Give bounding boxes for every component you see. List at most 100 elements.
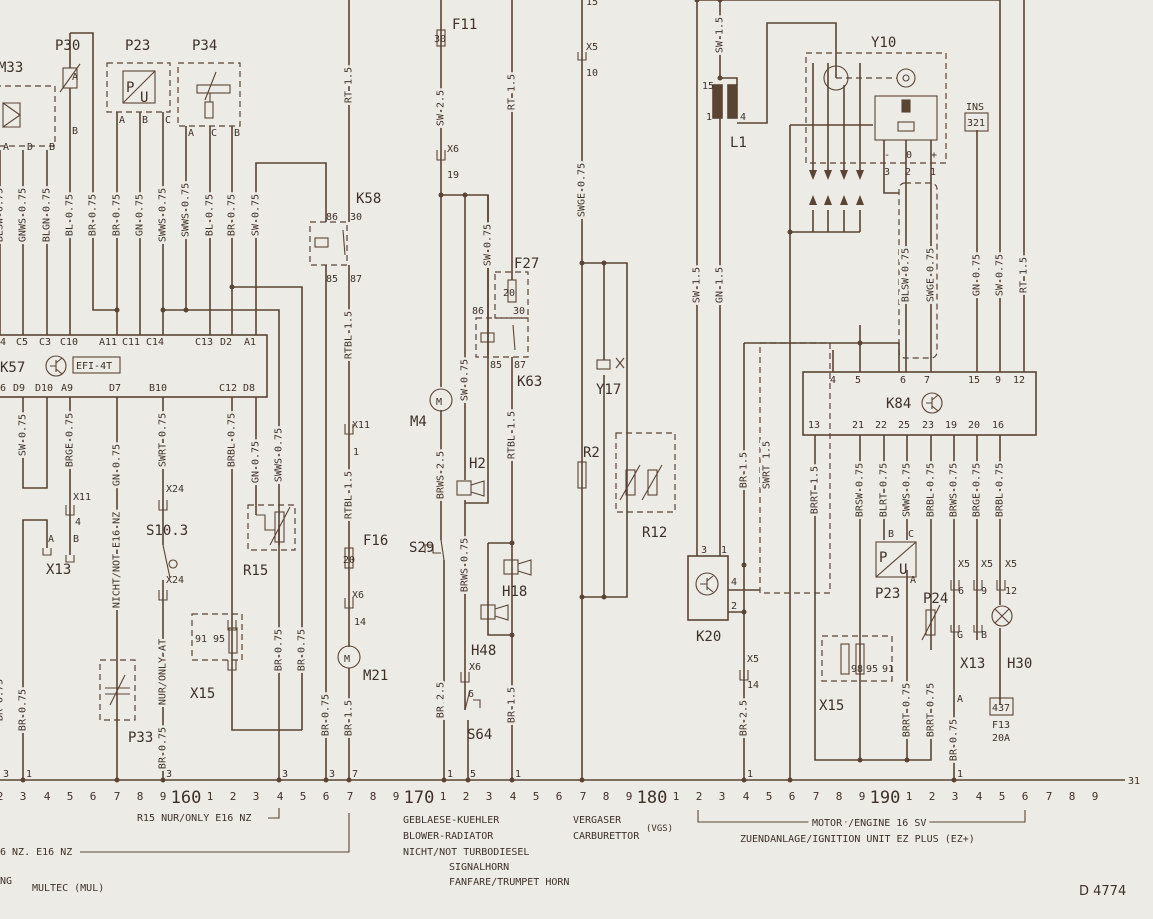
pin-label: A (72, 72, 78, 83)
track-number: 4 (743, 790, 750, 803)
pin-label: A (3, 142, 9, 153)
wire-label: BLRT 0.75 (879, 463, 890, 517)
track-number: 1 (906, 790, 913, 803)
track-number: 9 (160, 790, 167, 803)
wire-label: BR 1.5 (344, 700, 355, 736)
track-number: 1 (673, 790, 680, 803)
label-p33: P33 (128, 730, 153, 746)
pin-label: X6 (447, 144, 459, 155)
track-number: 6 (556, 790, 563, 803)
pin-label: 20 (503, 288, 515, 299)
pin-label: A (119, 115, 125, 126)
k20-module (687, 555, 729, 621)
caption-r15-note: R15 NUR/ONLY E16 NZ (137, 813, 251, 824)
captions: R15 NUR/ONLY E16 NZ 6 NZ. E16 NZ NG MULT… (0, 813, 1126, 899)
wire-label: BRRT 1.5 (810, 466, 821, 514)
label-l1: L1 (730, 135, 747, 151)
track-number: 7 (1046, 790, 1053, 803)
track-number: 9 (393, 790, 400, 803)
track-number: 2 (463, 790, 470, 803)
wire-label: SWGE 0.75 (577, 163, 588, 217)
wire-label: BL 0.75 (65, 194, 76, 236)
pin-label: 30 (513, 306, 525, 317)
pin-label: X5 (981, 559, 993, 570)
pin-label: 85 (326, 274, 338, 285)
wire-label: SW 1.5 (692, 267, 703, 303)
pin-label: B (72, 126, 78, 137)
track-number: 8 (137, 790, 144, 803)
track-number: 6 (789, 790, 796, 803)
track-number: 7 (347, 790, 354, 803)
caption-vgs: (VGS) (646, 824, 673, 834)
track-number: 8 (836, 790, 843, 803)
horn-h18-icon (503, 559, 532, 576)
pin-label: 3 (166, 769, 172, 780)
pin-label: X5 (747, 654, 759, 665)
pin-label: 30 (434, 34, 446, 45)
pin-label: 10 (586, 68, 598, 79)
pin-label: 9 (981, 586, 987, 597)
pin-label: 2 (731, 601, 737, 612)
pin-label: 20 (968, 420, 980, 431)
wire-label: NICHT/NOT E16 NZ (112, 512, 123, 608)
pin-label: X5 (958, 559, 970, 570)
pin-label: C (165, 115, 171, 126)
label-p34: P34 (192, 38, 217, 54)
label-k84: K84 (886, 396, 911, 412)
wire-label: GN 0.75 (972, 254, 983, 296)
label-p23: P23 (125, 38, 150, 54)
label-f11: F11 (452, 17, 477, 33)
track-number: 1 (440, 790, 447, 803)
pin-label: D7 (109, 383, 121, 394)
pin-label: D10 (35, 383, 53, 394)
pin-label: - (884, 150, 890, 161)
wire-label: BR 0.75 (158, 727, 169, 769)
caption-e16-note: 6 NZ. E16 NZ (0, 847, 72, 858)
pin-label: 6 (468, 689, 474, 700)
label-p23-engine: P23 (875, 586, 900, 602)
pin-label: B (49, 142, 55, 153)
wire-label: BLSW 0.75 (901, 248, 912, 302)
sensor-u-glyph: U (140, 90, 148, 106)
pin-label: 1 (447, 769, 453, 780)
caption-blower-en: BLOWER-RADIATOR (403, 831, 494, 842)
track-number: 4 (44, 790, 51, 803)
track-number: 6 (323, 790, 330, 803)
pin-label: A1 (244, 337, 256, 348)
pin-label: 4 (0, 337, 6, 348)
pin-label: 1 (26, 769, 32, 780)
wire-label: BR 0.75 (297, 629, 308, 671)
pin-label: 14 (354, 617, 366, 628)
pin-label: A (957, 694, 963, 705)
track-number: 2 (0, 790, 3, 803)
label-k57: K57 (0, 360, 25, 376)
wire-label: GN 0.75 (251, 441, 262, 483)
pin-label: 9 (995, 375, 1001, 386)
pin-label: 95 (213, 634, 225, 645)
wire-label: BR 0.75 (112, 194, 123, 236)
pin-label: B (234, 128, 240, 139)
pin-label: 19 (447, 170, 459, 181)
label-h30: H30 (1007, 656, 1032, 672)
pin-label: 1 (353, 447, 359, 458)
pin-label: 15 (702, 81, 714, 92)
pin-label: X11 (73, 492, 91, 503)
motor-m4-icon: M (429, 388, 453, 412)
wire-label: SWWS 0.75 (274, 428, 285, 482)
caption-vergaser: VERGASER (573, 815, 622, 826)
pin-label: 12 (1005, 586, 1017, 597)
label-x15: X15 (190, 686, 215, 702)
pin-label: 4 (740, 112, 746, 123)
pin-label: 1 (747, 769, 753, 780)
label-r15: R15 (243, 563, 268, 579)
track-number: 1 (207, 790, 214, 803)
track-number: 3 (20, 790, 27, 803)
wire-label: RT 1.5 (507, 74, 518, 110)
wire-label: BR 0.75 (274, 629, 285, 671)
transistor-icon (695, 572, 719, 596)
pin-label: C10 (60, 337, 78, 348)
pin-label: 31 (1128, 776, 1140, 787)
pin-label: 86 (472, 306, 484, 317)
